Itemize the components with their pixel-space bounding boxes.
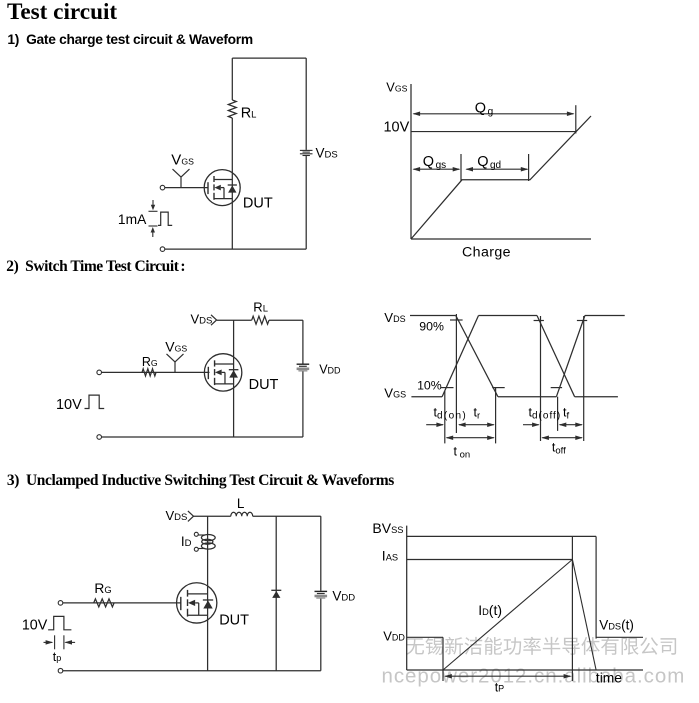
svg-text:VGS: VGS [386,80,407,95]
svg-text:RG: RG [142,355,158,369]
svg-text:10V: 10V [383,119,409,135]
svg-text:VDS(t): VDS(t) [599,617,634,632]
svg-text:Qgs: Qgs [423,154,446,171]
svg-text:10V: 10V [22,618,48,634]
svg-text:ID: ID [181,534,192,549]
svg-text:tr: tr [474,406,481,422]
svg-text:td(off): td(off) [529,406,562,422]
svg-text:VDD: VDD [332,589,355,604]
svg-text:VDS: VDS [316,146,338,161]
svg-text:BVSS: BVSS [372,520,403,536]
svg-text:DUT: DUT [243,196,273,212]
svg-text:1mA: 1mA [118,212,147,227]
svg-text:tp: tp [53,650,62,664]
svg-text:toff: toff [552,441,566,457]
svg-text:DUT: DUT [249,377,279,393]
svg-text:VDS: VDS [191,312,213,327]
svg-text:tP: tP [495,681,505,695]
svg-text:DUT: DUT [219,613,249,629]
svg-text:Qg: Qg [475,101,493,118]
svg-text:VDD: VDD [383,628,405,643]
svg-text:VDS: VDS [166,508,188,523]
svg-text:VGS: VGS [171,152,194,169]
svg-text:VGS: VGS [165,339,187,355]
svg-text:td(on): td(on) [434,406,468,422]
svg-text:tf: tf [563,406,569,422]
svg-text:RG: RG [94,581,111,596]
svg-text:time: time [596,670,622,685]
svg-text:90%: 90% [419,320,444,334]
svg-text:IAS: IAS [382,547,398,563]
svg-text:ID(t): ID(t) [478,602,502,618]
svg-text:RL: RL [241,106,257,122]
svg-text:10V: 10V [56,397,82,413]
svg-text:VDS: VDS [384,310,405,325]
svg-text:VDD: VDD [319,363,341,377]
svg-text:t on: t on [454,445,471,461]
svg-text:10%: 10% [417,379,442,393]
svg-text:RL: RL [253,300,268,315]
svg-text:Charge: Charge [462,244,511,260]
svg-text:Qgd: Qgd [477,154,501,171]
svg-text:VGS: VGS [384,385,406,400]
svg-text:L: L [237,496,245,511]
